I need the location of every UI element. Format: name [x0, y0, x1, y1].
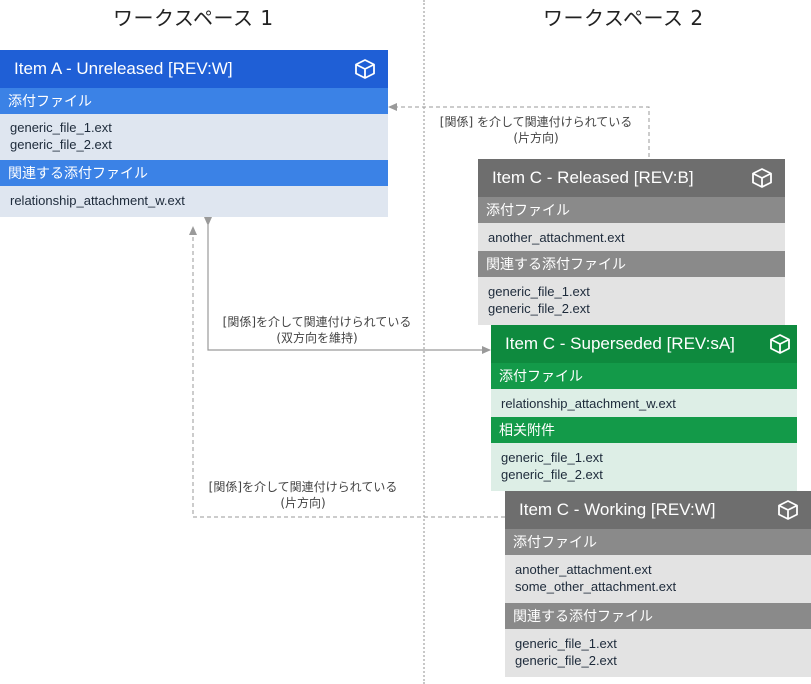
- related-attachment-file[interactable]: generic_file_1.ext: [488, 284, 590, 299]
- related-attachments-list: relationship_attachment_w.ext: [0, 186, 388, 217]
- related-attachment-file[interactable]: generic_file_2.ext: [488, 301, 590, 316]
- attachment-file[interactable]: generic_file_1.ext: [10, 120, 112, 135]
- item-title: Item C - Superseded [REV:sA]: [505, 334, 735, 353]
- connector-bottom-one-way: [189, 226, 505, 518]
- cube-icon: [770, 334, 790, 354]
- related-attachment-file[interactable]: relationship_attachment_w.ext: [10, 193, 185, 208]
- item-title: Item A - Unreleased [REV:W]: [14, 59, 233, 78]
- attachment-file[interactable]: relationship_attachment_w.ext: [501, 396, 676, 411]
- item-card-c-superseded[interactable]: Item C - Superseded [REV:sA] 添付ファイル rela…: [491, 325, 797, 491]
- relationship-note-middle: [関係]を介して関連付けられている(双方向を維持): [222, 315, 412, 345]
- attachments-list: relationship_attachment_w.ext: [491, 389, 797, 417]
- relationship-note-top: [関係] を介して関連付けられている(片方向): [439, 115, 633, 145]
- attachments-list: another_attachment.ext: [478, 223, 785, 251]
- attachments-list: generic_file_1.ext generic_file_2.ext: [0, 114, 388, 160]
- attachments-section-header: 添付ファイル: [0, 88, 388, 114]
- attachments-section-header: 添付ファイル: [505, 529, 811, 555]
- relationship-note-bottom: [関係]を介して関連付けられている(片方向): [208, 480, 398, 510]
- item-title: Item C - Released [REV:B]: [492, 168, 694, 187]
- related-attachment-file[interactable]: generic_file_1.ext: [515, 636, 617, 651]
- related-attachments-list: generic_file_1.ext generic_file_2.ext: [478, 277, 785, 325]
- related-attachment-file[interactable]: generic_file_1.ext: [501, 450, 603, 465]
- related-attachments-section-header: 関連する添付ファイル: [478, 251, 785, 277]
- related-attachments-section-header: 相关附件: [491, 417, 797, 443]
- attachment-file[interactable]: generic_file_2.ext: [10, 137, 112, 152]
- cube-icon: [778, 500, 798, 520]
- related-attachment-file[interactable]: generic_file_2.ext: [501, 467, 603, 482]
- item-card-header[interactable]: Item C - Released [REV:B]: [478, 159, 785, 197]
- item-card-header[interactable]: Item C - Working [REV:W]: [505, 491, 811, 529]
- attachment-file[interactable]: another_attachment.ext: [515, 562, 652, 577]
- related-attachments-list: generic_file_1.ext generic_file_2.ext: [491, 443, 797, 491]
- related-attachments-list: generic_file_1.ext generic_file_2.ext: [505, 629, 811, 677]
- item-card-c-working[interactable]: Item C - Working [REV:W] 添付ファイル another_…: [505, 491, 811, 677]
- workspace-2-title: ワークスペース 2: [543, 6, 704, 30]
- item-card-header[interactable]: Item C - Superseded [REV:sA]: [491, 325, 797, 363]
- item-card-header[interactable]: Item A - Unreleased [REV:W]: [0, 50, 388, 88]
- connector-top-one-way: [388, 103, 650, 157]
- cube-icon: [752, 168, 772, 188]
- related-attachments-section-header: 関連する添付ファイル: [505, 603, 811, 629]
- attachment-file[interactable]: another_attachment.ext: [488, 230, 625, 245]
- attachments-list: another_attachment.ext some_other_attach…: [505, 555, 811, 603]
- attachments-section-header: 添付ファイル: [491, 363, 797, 389]
- workspace-1-title: ワークスペース 1: [113, 6, 274, 30]
- cube-icon: [355, 59, 375, 79]
- attachment-file[interactable]: some_other_attachment.ext: [515, 579, 677, 594]
- attachments-section-header: 添付ファイル: [478, 197, 785, 223]
- related-attachments-section-header: 関連する添付ファイル: [0, 160, 388, 186]
- connector-middle-bidirectional: [204, 217, 491, 354]
- item-title: Item C - Working [REV:W]: [519, 500, 716, 519]
- related-attachment-file[interactable]: generic_file_2.ext: [515, 653, 617, 668]
- item-card-a-unreleased[interactable]: Item A - Unreleased [REV:W] 添付ファイル gener…: [0, 50, 388, 217]
- item-card-c-released[interactable]: Item C - Released [REV:B] 添付ファイル another…: [478, 159, 785, 325]
